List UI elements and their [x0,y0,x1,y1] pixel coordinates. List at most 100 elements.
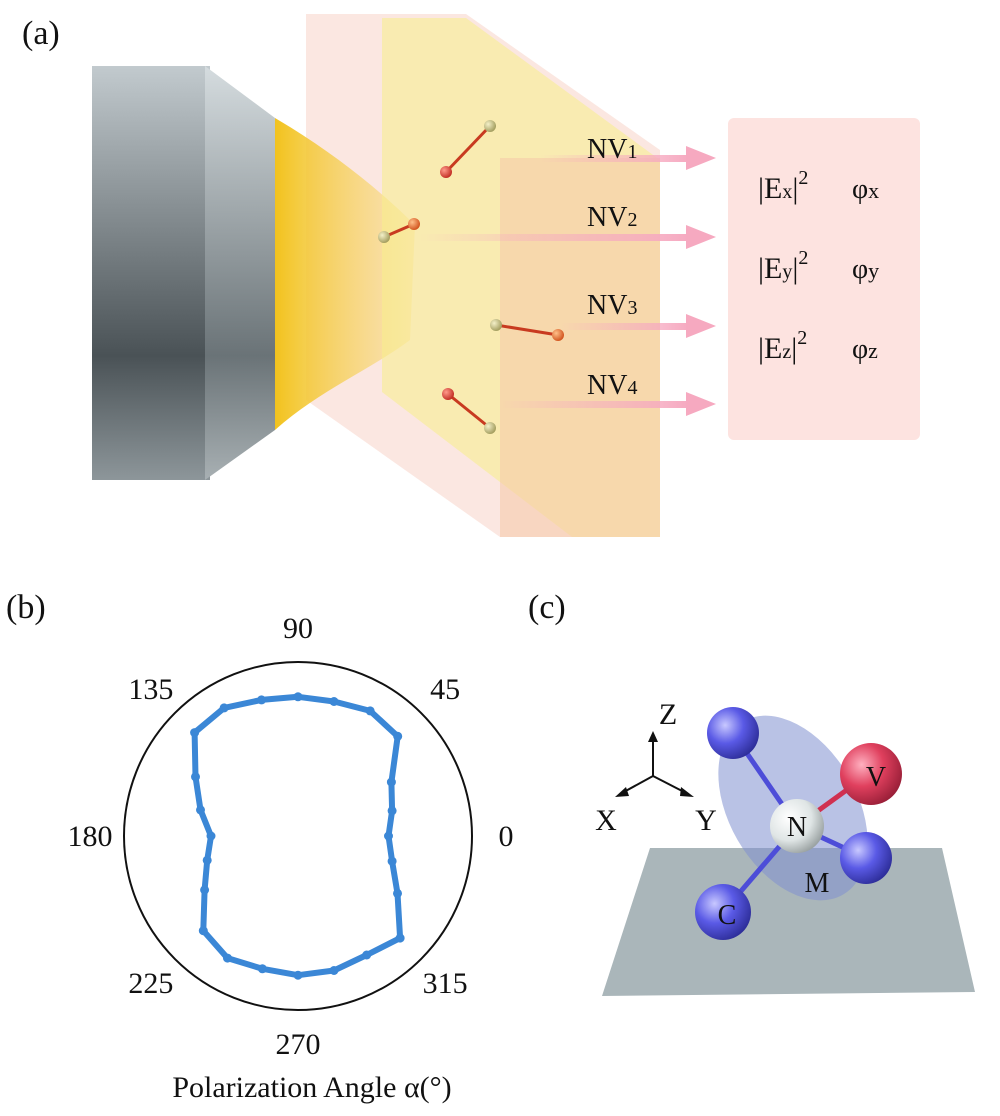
panel-a: (a) [22,14,920,537]
arrow-1-head [686,146,716,170]
nv1-label: NV1 [587,134,637,165]
axis-y-label: Y [695,804,717,837]
nv4-atom-b [484,422,496,434]
nv1-bond [444,124,492,174]
nitrogen-atom [770,799,824,853]
polar-data-point [365,706,375,716]
nv-molecule [695,707,902,940]
phase-y: φy [852,254,879,285]
arrow-4-head [686,392,716,416]
atom-v-label: V [866,762,886,793]
atom-n-label: N [787,812,807,843]
nv4-bond [447,392,491,430]
polar-data-point [393,731,403,741]
laser-beam [275,118,415,430]
polar-tick-label: 315 [423,967,468,1000]
polar-data-point [200,885,210,895]
polar-data-point [395,933,405,943]
arrow-3-head [686,314,716,338]
polar-tick-label: 225 [128,967,173,1000]
polar-data-point [202,855,212,865]
nv-centers [378,120,564,434]
nv2-atom-b [408,218,420,230]
objective-taper [205,66,275,480]
panel-a-label: (a) [22,15,60,52]
panel-b-label: (b) [6,589,46,626]
axis-x-label: X [595,804,617,837]
polar-series-line [191,693,404,979]
polar-data-point [198,926,208,936]
arrow-4-shaft [500,401,690,408]
x-axis-line [621,775,654,794]
nv4-atom-a [442,388,454,400]
vacancy-atom [840,743,902,805]
polar-data-point [387,806,397,816]
nv-labels: NV1 NV2 NV3 NV4 [587,134,637,401]
nv3-bond [495,323,559,337]
axis-z-label: Z [659,698,677,731]
polar-data-point [329,697,339,706]
substrate-plane [602,848,975,996]
nv1-atom-b [440,166,452,178]
objective-lens [92,66,275,480]
polar-tick-label: 90 [283,612,313,645]
polar-tick-label: 135 [128,673,173,706]
nv2-atom-a [378,231,390,243]
panel-c: (c) Z X Y N V M C [528,589,975,996]
field-component-box [728,118,920,440]
polar-data-point [219,703,229,713]
nv3-atom-a [490,319,502,331]
polar-data-point [293,692,303,702]
atom-c-label: C [718,900,737,931]
signal-arrows [420,146,716,416]
arrow-1-shaft [540,155,690,162]
nv3-label: NV3 [587,290,637,321]
objective-front [92,66,210,480]
polar-data-point [362,950,372,960]
polar-tick-label: 180 [68,820,113,853]
carbon-atom-top [707,707,759,759]
polar-data-point [393,888,402,898]
phase-z: φz [852,334,878,365]
panel-b: (b) 0 45 90 135 180 225 270 315 Polarization An… [6,589,514,1104]
polar-data-point [384,831,393,841]
arrow-2-head [686,225,716,249]
polar-xlabel: Polarization Angle α(°) [172,1071,451,1104]
polar-tick-label: 270 [276,1028,321,1061]
nv1-atom-a [484,120,496,132]
polar-data-point [329,966,339,975]
polar-data-point [190,728,200,738]
z-axis-arrowhead [648,731,658,742]
polar-series-points [190,692,405,980]
polar-data-point [257,695,266,705]
nv3-atom-b [552,329,564,341]
polar-data-point [387,856,397,866]
polar-data-point [223,953,232,963]
atom-m-label: M [805,868,830,899]
arrow-2-shaft [420,234,690,241]
carbon-atom-c [695,884,751,940]
phase-x: φx [852,174,879,205]
polar-frame [123,661,473,1011]
carbon-atom-m [840,832,892,884]
panel-c-label: (c) [528,589,566,626]
arrow-3-shaft [560,323,690,330]
polar-data-point [206,831,216,841]
polar-data-point [386,777,396,787]
polar-tick-label: 45 [430,673,460,706]
polar-tick-label: 0 [499,820,514,853]
coordinate-axes [615,731,694,797]
polar-data-point [257,964,267,974]
polar-data-point [293,970,303,980]
polar-chart: 0 45 90 135 180 225 270 315 [68,612,514,1061]
polar-data-point [196,805,205,815]
y-axis-arrowhead [680,787,694,797]
nv4-label: NV4 [587,370,637,401]
polar-data-point [191,772,200,782]
nv2-label: NV2 [587,202,637,233]
polar-tick-labels: 0 45 90 135 180 225 270 315 [68,612,514,1061]
y-axis-line [652,775,687,794]
x-axis-arrowhead [615,787,629,797]
front-plate [500,158,660,537]
